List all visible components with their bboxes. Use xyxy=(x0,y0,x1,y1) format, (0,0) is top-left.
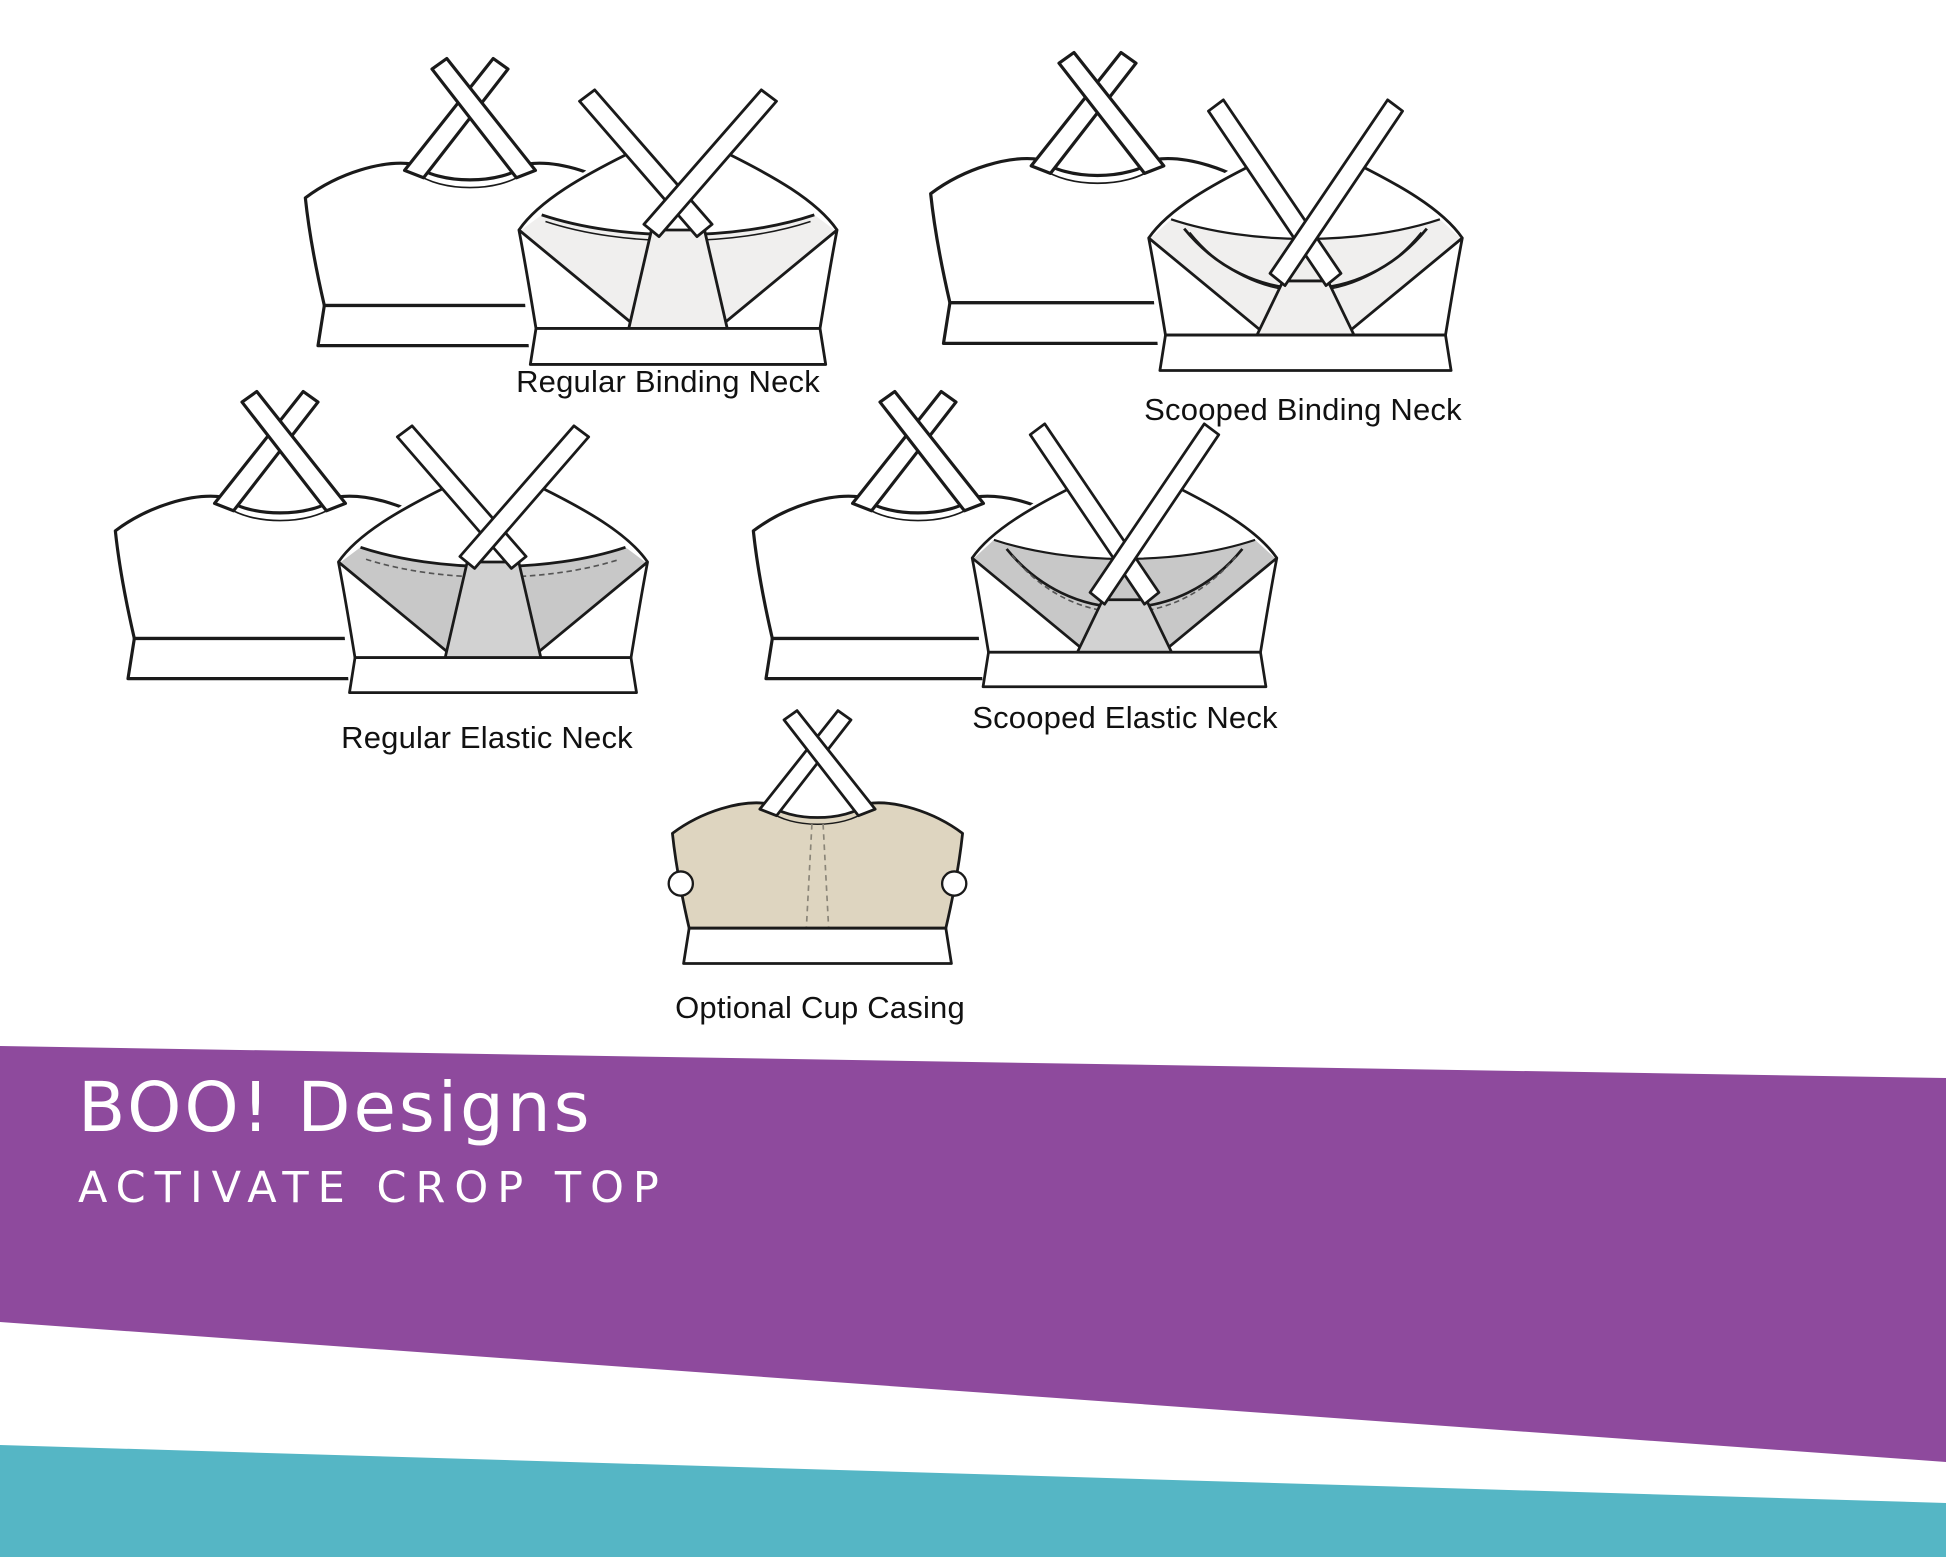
back-view-regular-elastic-illustration xyxy=(318,424,668,700)
back-view-scooped-binding-illustration xyxy=(1128,98,1483,378)
brand-logo-text: BOO! Designs xyxy=(78,1068,593,1148)
caption-scooped-binding-neck: Scooped Binding Neck xyxy=(1144,392,1462,427)
back-view-regular-binding-illustration xyxy=(498,88,858,372)
purple-banner-shape xyxy=(0,1046,1946,1462)
caption-regular-binding-neck: Regular Binding Neck xyxy=(516,364,820,399)
caption-scooped-elastic-neck: Scooped Elastic Neck xyxy=(972,700,1278,735)
caption-optional-cup-casing: Optional Cup Casing xyxy=(675,990,965,1025)
cup-casing-illustration xyxy=(650,705,985,984)
teal-stripe-shape xyxy=(0,1445,1946,1557)
back-view-scooped-elastic-illustration xyxy=(952,422,1297,694)
caption-regular-elastic-neck: Regular Elastic Neck xyxy=(341,720,633,755)
footer-banner-art xyxy=(0,1046,1946,1557)
product-name-text: ACTIVATE CROP TOP xyxy=(78,1163,668,1213)
